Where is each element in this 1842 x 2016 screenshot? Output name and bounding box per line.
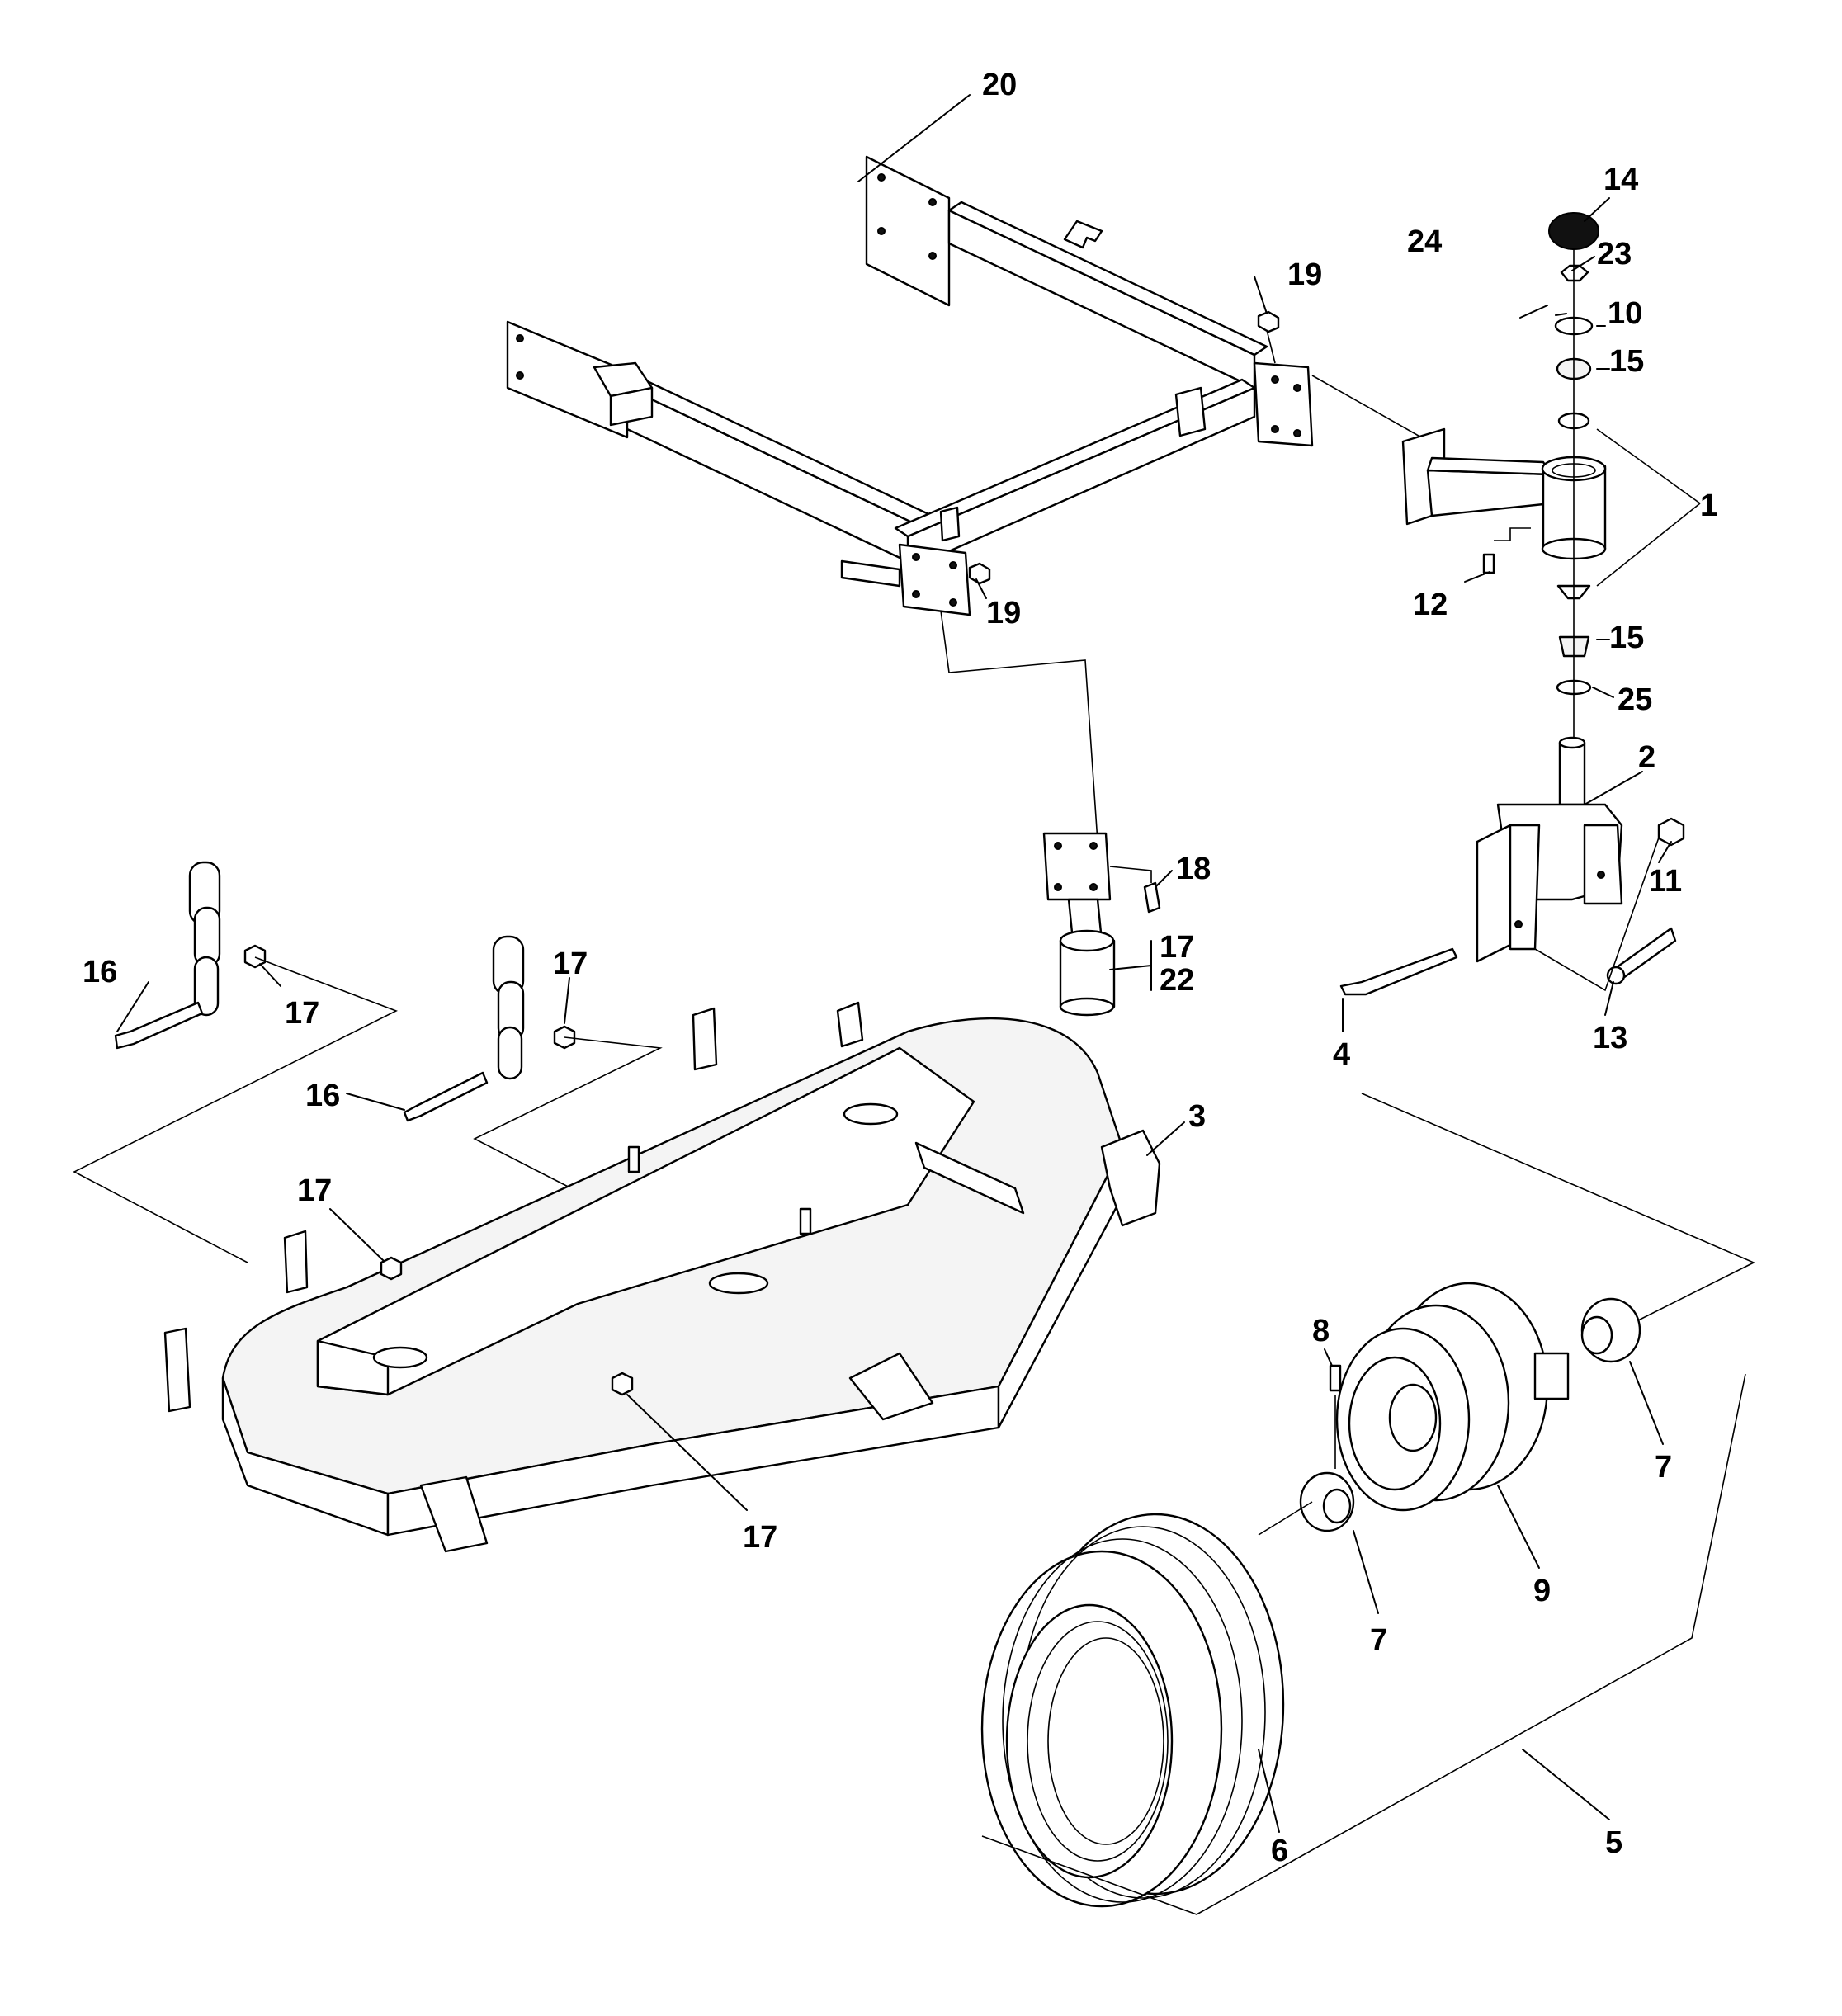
callout-labels: 20 14 24 23 19 10 15 1 19 12 15 25 2 18 … [83, 68, 1717, 1868]
callout-20: 20 [982, 68, 1017, 102]
callout-8: 8 [1312, 1314, 1330, 1348]
tire [980, 1373, 1746, 1915]
callout-5: 5 [1605, 1825, 1622, 1860]
callout-23: 23 [1597, 237, 1632, 271]
callout-25: 25 [1618, 682, 1652, 717]
leader-lines [116, 94, 1672, 1833]
mower-deck [163, 1001, 1161, 1553]
callout-4: 4 [1333, 1037, 1350, 1072]
callout-14: 14 [1603, 163, 1638, 197]
hitch-frame [506, 155, 1437, 843]
caster-arm [1401, 212, 1701, 743]
chains [73, 861, 663, 1263]
callout-7b: 7 [1370, 1623, 1387, 1658]
callout-10: 10 [1608, 296, 1642, 331]
wheel-hub [1299, 1093, 1755, 1532]
callout-19a: 19 [1287, 257, 1322, 292]
callout-17e: 17 [743, 1520, 777, 1555]
callout-15a: 15 [1609, 344, 1644, 379]
callout-6: 6 [1271, 1834, 1288, 1868]
callout-17a: 17 [1160, 930, 1194, 965]
callout-9: 9 [1533, 1574, 1551, 1608]
callout-24: 24 [1407, 224, 1442, 259]
callout-15b: 15 [1609, 621, 1644, 655]
callout-11: 11 [1649, 864, 1682, 899]
callout-1: 1 [1700, 489, 1717, 523]
callout-13: 13 [1593, 1021, 1627, 1055]
callout-17b: 17 [553, 947, 588, 981]
callout-16b: 16 [305, 1079, 340, 1113]
caster-fork [1339, 736, 1685, 996]
callout-17c: 17 [285, 996, 319, 1031]
callout-17d: 17 [297, 1173, 332, 1208]
callout-18: 18 [1176, 852, 1211, 886]
callout-16a: 16 [83, 955, 117, 989]
callout-3: 3 [1188, 1099, 1206, 1134]
callout-22: 22 [1160, 963, 1194, 998]
callout-2: 2 [1638, 740, 1655, 775]
callout-7a: 7 [1655, 1450, 1672, 1485]
callout-19b: 19 [986, 596, 1021, 630]
pivot-bracket [1042, 832, 1161, 1017]
callout-12: 12 [1413, 588, 1448, 622]
